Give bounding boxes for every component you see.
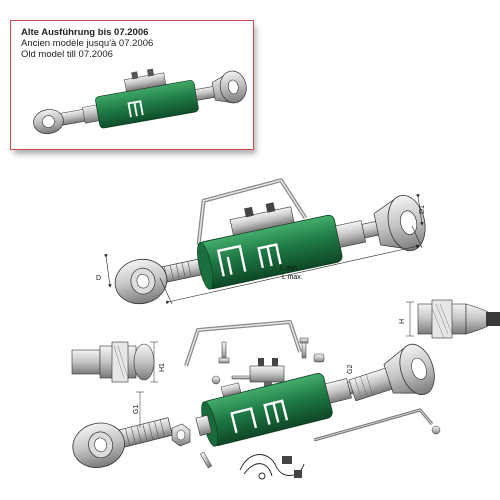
old-model-inset: Alte Ausführung bis 07.2006 Ancien modèl… <box>10 20 254 150</box>
inset-title-fr: Ancien modèle jusqu'à 07.2006 <box>21 38 154 49</box>
exploded-valve-block <box>249 358 285 388</box>
right-ball-joint <box>373 194 426 252</box>
left-ball-joint <box>114 258 206 305</box>
inset-title-en: Old model till 07.2006 <box>21 49 113 60</box>
exploded-handle <box>184 320 302 367</box>
inset-title-de: Alte Ausführung bis 07.2006 <box>21 27 149 38</box>
assembled-top-link <box>114 178 426 305</box>
dim-g1: G1 <box>133 405 140 414</box>
dim-d: D <box>96 275 101 282</box>
exploded-wire-harness <box>239 454 305 480</box>
dim-d1: D1 <box>419 205 426 214</box>
exploded-left-ball-joint <box>72 417 173 468</box>
exploded-lock-nut <box>171 423 191 447</box>
inset-right-ball-joint <box>211 70 247 104</box>
dim-g1-line <box>136 391 144 428</box>
dim-g2: G2 <box>347 365 354 374</box>
dim-h: H <box>399 319 406 324</box>
exploded-right-ball-joint <box>348 343 435 402</box>
dimension-lines <box>103 193 424 305</box>
old-model-drawing <box>33 68 247 135</box>
section-detail-right <box>406 299 500 339</box>
dim-l-min: L min. <box>280 265 299 272</box>
exploded-bolts <box>211 337 325 385</box>
exploded-small-pin <box>199 451 213 469</box>
inset-left-ball-joint <box>33 108 88 135</box>
section-detail-left <box>71 341 158 383</box>
dim-h1: H1 <box>159 363 166 372</box>
exploded-lever-pin <box>313 408 441 442</box>
dim-l-max: L max. <box>282 274 303 281</box>
